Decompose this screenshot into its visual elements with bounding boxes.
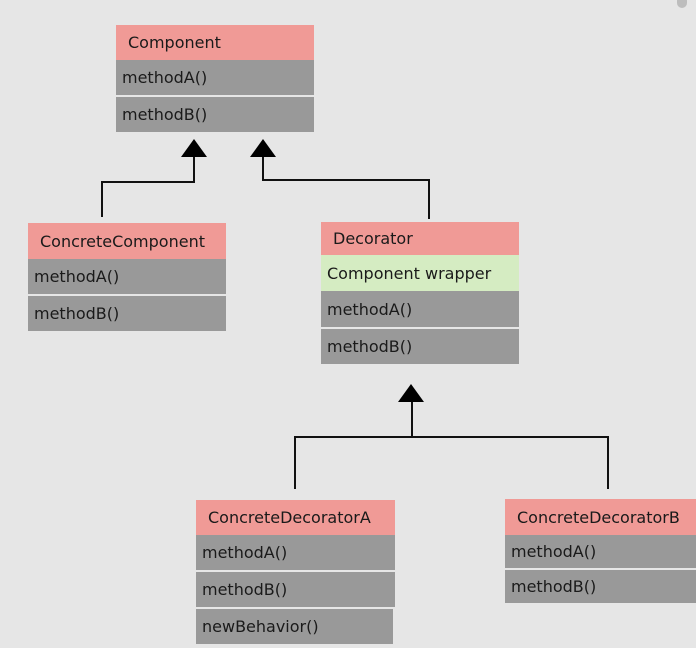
class-header: Decorator — [321, 222, 519, 255]
class-concrete-component[interactable]: ConcreteComponent methodA() methodB() — [28, 223, 226, 331]
method-row: methodA() — [116, 60, 314, 95]
method-row: methodB() — [321, 329, 519, 364]
inheritance-arrowhead-icon — [398, 384, 424, 402]
row-divider — [196, 570, 395, 572]
connector-decorator-to-component — [262, 150, 430, 219]
method-row: methodB() — [28, 296, 226, 331]
class-header: ConcreteDecoratorA — [196, 500, 395, 535]
method-row: methodA() — [28, 259, 226, 294]
scrollbar-thumb[interactable] — [677, 0, 687, 8]
method-row: newBehavior() — [196, 609, 393, 644]
row-divider — [116, 95, 314, 97]
row-divider — [321, 327, 519, 329]
method-row: methodB() — [116, 97, 314, 132]
method-row: methodA() — [196, 535, 395, 570]
method-row: methodB() — [505, 570, 696, 603]
connector-concretedecoratorb-to-decorator — [412, 436, 609, 489]
class-header: ConcreteComponent — [28, 223, 226, 259]
method-row: methodB() — [196, 572, 395, 607]
class-header: Component — [116, 25, 314, 60]
row-divider — [28, 294, 226, 296]
class-concrete-decorator-b[interactable]: ConcreteDecoratorB methodA() methodB() — [505, 499, 696, 603]
row-divider — [196, 607, 395, 609]
class-decorator[interactable]: Decorator Component wrapper methodA() me… — [321, 222, 519, 364]
connector-concretedecoratora-to-decorator — [294, 398, 413, 489]
field-row: Component wrapper — [321, 255, 519, 291]
class-header: ConcreteDecoratorB — [505, 499, 696, 535]
inheritance-arrowhead-icon — [181, 139, 207, 157]
class-component[interactable]: Component methodA() methodB() — [116, 25, 314, 132]
class-concrete-decorator-a[interactable]: ConcreteDecoratorA methodA() methodB() n… — [196, 500, 395, 644]
connector-concretecomponent-to-component — [101, 150, 195, 217]
row-divider — [505, 568, 696, 570]
inheritance-arrowhead-icon — [250, 139, 276, 157]
method-row: methodA() — [505, 535, 696, 568]
method-row: methodA() — [321, 291, 519, 327]
